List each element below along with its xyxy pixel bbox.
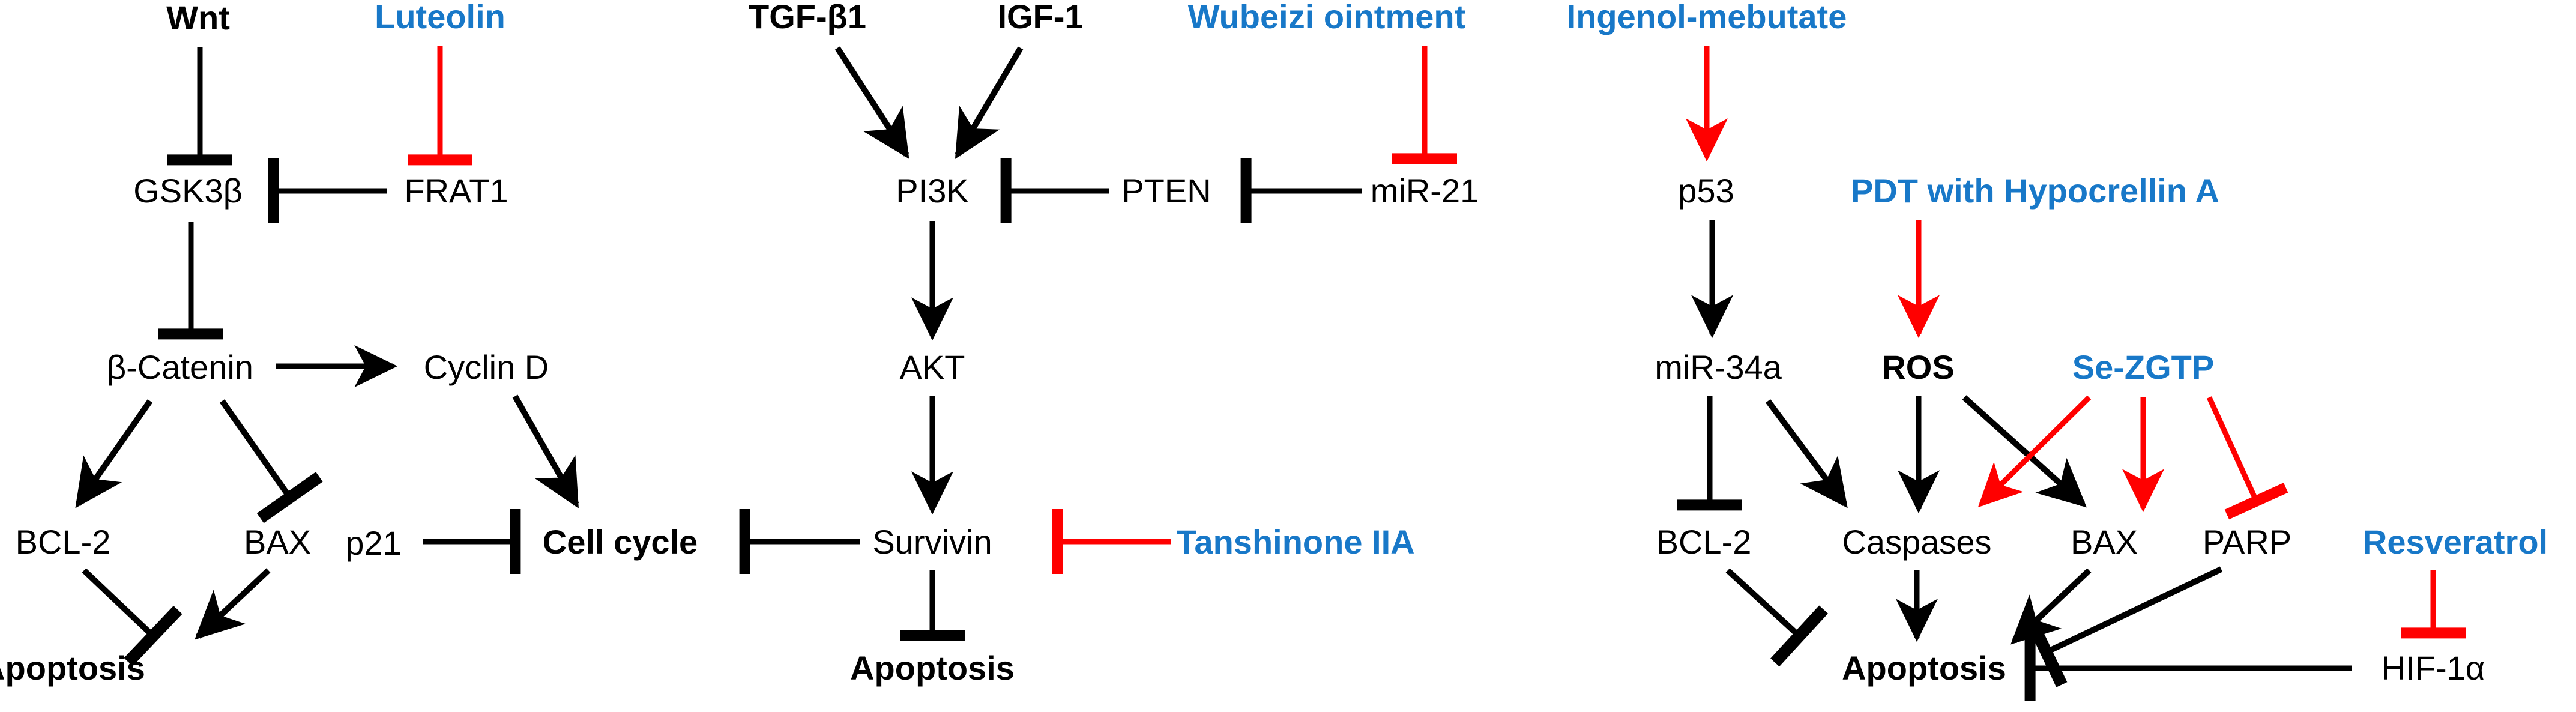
node-mir21[interactable]: miR-21: [1370, 172, 1479, 210]
node-akt[interactable]: AKT: [899, 348, 965, 386]
node-bax-panel1[interactable]: BAX: [243, 523, 312, 561]
node-luteolin[interactable]: Luteolin: [375, 0, 505, 35]
node-cyclin-d[interactable]: Cyclin D: [423, 348, 549, 386]
node-wnt[interactable]: Wnt: [166, 0, 230, 37]
node-apoptosis-panel2[interactable]: Apoptosis: [850, 649, 1015, 687]
node-bcl2-panel3[interactable]: BCL-2: [1656, 523, 1752, 561]
edge-bcatenin-bax: [219, 399, 323, 523]
edge-cyclind-cellcycle: [512, 394, 579, 508]
edge-bcl2-apoptosis1: [82, 568, 182, 666]
edge-bcl2b-apoptosis3: [1725, 568, 1828, 667]
node-igf1[interactable]: IGF-1: [997, 0, 1084, 35]
edge-bax-apoptosis1: [195, 568, 271, 640]
node-tanshinone-iia[interactable]: Tanshinone IIA: [1176, 523, 1415, 561]
edge-bax2-apoptosis3: [2010, 568, 2092, 645]
node-pi3k[interactable]: PI3K: [896, 172, 969, 210]
node-parp[interactable]: PARP: [2202, 523, 2292, 561]
node-caspases[interactable]: Caspases: [1842, 523, 1992, 561]
node-p21[interactable]: p21: [345, 524, 402, 562]
node-apoptosis-panel1[interactable]: Apoptosis: [0, 649, 145, 687]
node-wubeizi-ointment[interactable]: Wubeizi ointment: [1187, 0, 1466, 35]
node-hif1-alpha[interactable]: HIF-1α: [2381, 649, 2485, 687]
node-ros[interactable]: ROS: [1881, 348, 1955, 386]
node-ingenol-mebutate[interactable]: Ingenol-mebutate: [1566, 0, 1847, 35]
node-p53[interactable]: p53: [1678, 172, 1734, 210]
node-beta-catenin[interactable]: β-Catenin: [107, 348, 253, 386]
node-survivin[interactable]: Survivin: [872, 523, 992, 561]
node-bcl2-panel1[interactable]: BCL-2: [15, 523, 111, 561]
edge-tgfb1-pi3k: [834, 46, 909, 159]
node-pdt-hypocrellin-a[interactable]: PDT with Hypocrellin A: [1851, 172, 2219, 210]
node-resveratrol[interactable]: Resveratrol: [2362, 523, 2548, 561]
edge-sezgtp-parp: [2206, 396, 2288, 520]
node-se-zgtp[interactable]: Se-ZGTP: [2072, 348, 2215, 386]
node-gsk3b[interactable]: GSK3β: [133, 172, 243, 210]
edge-igf1-pi3k: [955, 46, 1024, 159]
edge-sezgtp-caspases: [1977, 395, 2092, 508]
node-mir34a[interactable]: miR-34a: [1654, 348, 1782, 386]
node-pten[interactable]: PTEN: [1121, 172, 1211, 210]
edge-bcatenin-bcl2: [75, 399, 153, 508]
node-cell-cycle[interactable]: Cell cycle: [542, 523, 698, 561]
node-tgf-beta1[interactable]: TGF-β1: [749, 0, 866, 35]
node-apoptosis-panel3[interactable]: Apoptosis: [1842, 649, 2006, 687]
node-bax-panel3[interactable]: BAX: [2070, 523, 2138, 561]
edge-ros-bax: [1962, 395, 2087, 508]
node-frat1[interactable]: FRAT1: [404, 172, 508, 210]
edge-mir34a-caspases: [1765, 399, 1848, 508]
edge-parp-apoptosis3: [2025, 566, 2223, 687]
